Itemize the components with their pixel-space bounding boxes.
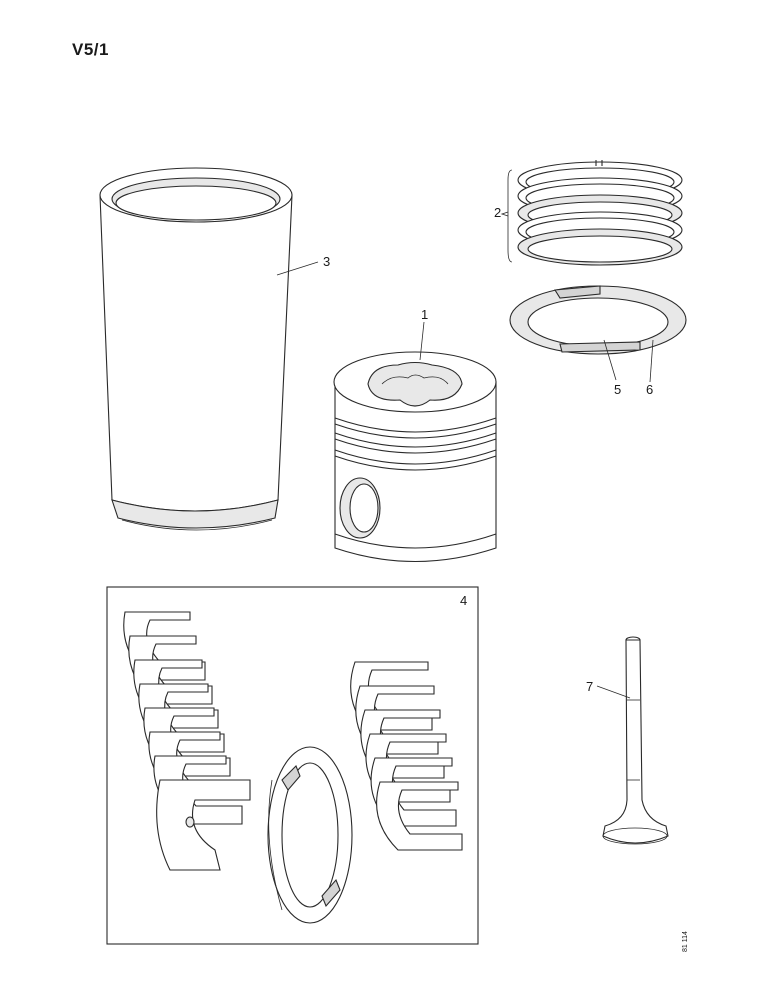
thrust-washers [509, 285, 687, 355]
leader-lines [276, 261, 654, 699]
callout-cylinder-liner: 3 [323, 254, 331, 269]
valve [602, 636, 669, 845]
bearing-set [106, 586, 479, 945]
callout-bearing-set: 4 [460, 593, 468, 608]
callout-thrust-washer-a: 5 [614, 382, 622, 397]
callout-piston: 1 [421, 307, 429, 322]
callout-thrust-washer-b: 6 [646, 382, 654, 397]
piston-rings [500, 160, 683, 266]
callout-piston-rings: 2 [494, 205, 502, 220]
drawing-code: 81 114 [682, 931, 689, 952]
callout-valve: 7 [586, 679, 594, 694]
cylinder-liner [99, 167, 293, 531]
page-title: V5/1 [72, 40, 109, 59]
piston [333, 351, 497, 562]
